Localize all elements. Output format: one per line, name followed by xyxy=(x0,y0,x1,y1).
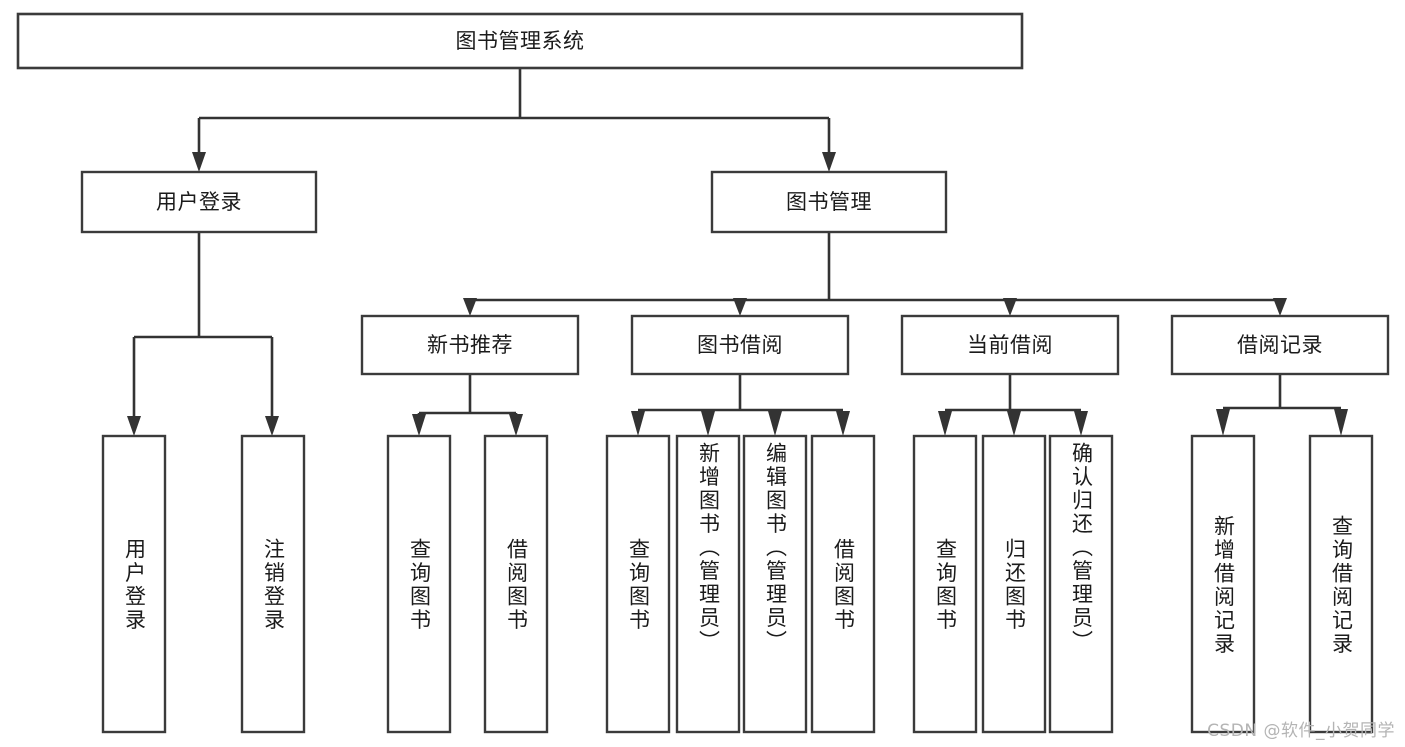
connector-group-book-mgmt xyxy=(463,232,1287,316)
leaf-user-login[interactable] xyxy=(101,434,167,734)
leaf-confirm-return-box[interactable] xyxy=(1048,434,1114,734)
arrow-to-leaf-confirm-return xyxy=(1074,411,1088,436)
arrow-to-book-borrow xyxy=(733,298,747,316)
arrow-to-leaf-return-book xyxy=(1007,411,1021,436)
arrow-to-leaf-edit-book xyxy=(768,411,782,436)
node-book-borrow[interactable]: 图书借阅 xyxy=(630,314,850,376)
leaf-edit-book-box[interactable] xyxy=(742,434,808,734)
arrow-to-leaf-user-login xyxy=(127,416,141,436)
watermark-text: CSDN @软件_小贺同学 xyxy=(1207,721,1395,741)
node-book-mgmt[interactable]: 图书管理 xyxy=(710,170,948,234)
arrow-to-current-borrow xyxy=(1003,298,1017,316)
leaf-query-book-borrow-box[interactable] xyxy=(605,434,671,734)
arrow-to-leaf-logout xyxy=(265,416,279,436)
leaf-node-group xyxy=(101,434,1374,734)
connector-group-current-borrow xyxy=(938,374,1088,436)
node-root-box[interactable] xyxy=(16,12,1024,70)
node-borrow-record[interactable]: 借阅记录 xyxy=(1170,314,1390,376)
arrow-to-leaf-query-book-rec xyxy=(412,414,426,436)
connector-group-borrow-record xyxy=(1216,374,1348,436)
leaf-borrow-book-rec-box[interactable] xyxy=(483,434,549,734)
leaf-return-book-box[interactable] xyxy=(981,434,1047,734)
connector-group-book-borrow xyxy=(631,374,850,436)
arrow-to-leaf-add-book xyxy=(701,411,715,436)
leaf-query-book-rec-box[interactable] xyxy=(386,434,452,734)
leaf-logout[interactable] xyxy=(240,434,306,734)
node-book-borrow-label: 图书借阅 xyxy=(697,333,783,357)
leaf-query-book-rec[interactable] xyxy=(386,434,452,734)
node-borrow-record-label: 借阅记录 xyxy=(1237,333,1323,357)
arrow-root-to-book-mgmt xyxy=(822,152,836,172)
leaf-add-book[interactable] xyxy=(675,434,741,734)
node-current-borrow-box[interactable] xyxy=(900,314,1120,376)
node-root[interactable]: 图书管理系统 xyxy=(16,12,1024,70)
leaf-query-record-box[interactable] xyxy=(1308,434,1374,734)
arrow-root-to-user-login xyxy=(192,152,206,172)
arrow-to-borrow-record xyxy=(1273,298,1287,316)
leaf-query-record[interactable] xyxy=(1308,434,1374,734)
node-new-book-rec[interactable]: 新书推荐 xyxy=(360,314,580,376)
leaf-logout-box[interactable] xyxy=(240,434,306,734)
leaf-add-book-box[interactable] xyxy=(675,434,741,734)
node-current-borrow-label: 当前借阅 xyxy=(967,333,1053,357)
node-user-login-label: 用户登录 xyxy=(156,190,242,214)
node-book-borrow-box[interactable] xyxy=(630,314,850,376)
arrow-to-leaf-borrow-book-rec xyxy=(509,414,523,436)
node-user-login-box[interactable] xyxy=(80,170,318,234)
leaf-edit-book[interactable] xyxy=(742,434,808,734)
leaf-add-record[interactable] xyxy=(1190,434,1256,734)
leaf-borrow-book[interactable] xyxy=(810,434,876,734)
leaf-query-book-borrow[interactable] xyxy=(605,434,671,734)
node-borrow-record-box[interactable] xyxy=(1170,314,1390,376)
node-book-mgmt-box[interactable] xyxy=(710,170,948,234)
node-book-mgmt-label: 图书管理 xyxy=(786,190,872,214)
leaf-add-record-box[interactable] xyxy=(1190,434,1256,734)
node-current-borrow[interactable]: 当前借阅 xyxy=(900,314,1120,376)
leaf-user-login-box[interactable] xyxy=(101,434,167,734)
node-new-book-rec-box[interactable] xyxy=(360,314,580,376)
arrow-to-new-book-rec xyxy=(463,298,477,316)
node-new-book-rec-label: 新书推荐 xyxy=(427,333,513,357)
leaf-borrow-book-box[interactable] xyxy=(810,434,876,734)
connector-group-user-login xyxy=(127,232,279,436)
arrow-to-leaf-query-book-current xyxy=(938,411,952,436)
leaf-borrow-book-rec[interactable] xyxy=(483,434,549,734)
arrow-to-leaf-borrow-book xyxy=(836,411,850,436)
connector-group-new-book-rec xyxy=(412,374,523,436)
node-root-label: 图书管理系统 xyxy=(456,29,585,53)
arrow-to-leaf-add-record xyxy=(1216,409,1230,436)
leaf-return-book[interactable] xyxy=(981,434,1047,734)
leaf-query-book-current-box[interactable] xyxy=(912,434,978,734)
arrow-to-leaf-query-record xyxy=(1334,409,1348,436)
node-user-login[interactable]: 用户登录 xyxy=(80,170,318,234)
leaf-confirm-return[interactable] xyxy=(1048,434,1114,734)
connector-group-root xyxy=(192,68,836,172)
leaf-query-book-current[interactable] xyxy=(912,434,978,734)
arrow-to-leaf-query-book-borrow xyxy=(631,411,645,436)
